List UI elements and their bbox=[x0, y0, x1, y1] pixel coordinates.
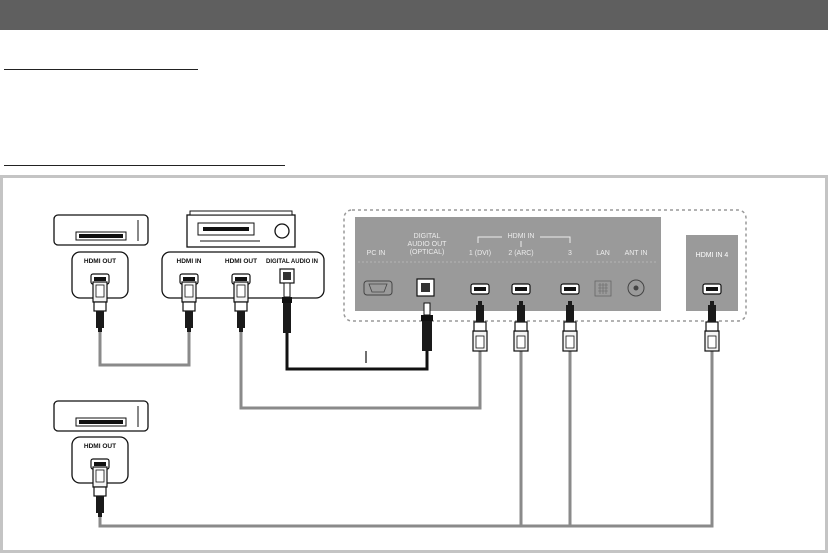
hdmi-in-1-label: 1 (DVI) bbox=[469, 250, 491, 257]
hdmi-out-1-label: HDMI OUT bbox=[84, 258, 116, 265]
connection-diagram: PC IN DIGITAL AUDIO OUT (OPTICAL) HDMI I… bbox=[0, 175, 828, 553]
ant-in-label: ANT IN bbox=[625, 250, 648, 257]
tv-side-panel bbox=[686, 235, 738, 311]
section-underline-1 bbox=[4, 69, 198, 70]
lan-label: LAN bbox=[596, 250, 610, 257]
hdmi-out-av-label: HDMI OUT bbox=[225, 258, 257, 265]
hdmi-in-4-port bbox=[702, 283, 722, 295]
hdmi-in-av-label: HDMI IN bbox=[177, 258, 202, 265]
digital-audio-out-label-1: DIGITAL bbox=[414, 233, 441, 240]
cable-source2-bus bbox=[98, 351, 714, 528]
hdmi-in-3-port bbox=[560, 283, 580, 295]
cable-receiver-to-tv-hdmi1 bbox=[239, 331, 482, 410]
pc-in-port bbox=[363, 280, 393, 296]
lan-port bbox=[594, 280, 612, 297]
tv-panel bbox=[355, 217, 661, 311]
header-bar bbox=[0, 0, 828, 30]
av-receiver: HDMI IN HDMI OUT DIGITAL AUDIO IN bbox=[161, 210, 325, 333]
source-device-2: HDMI OUT bbox=[53, 400, 149, 518]
hdmi-in-1-port bbox=[470, 283, 490, 295]
hdmi-in-group-label: HDMI IN bbox=[508, 233, 535, 240]
digital-audio-out-label-2: AUDIO OUT bbox=[408, 241, 448, 248]
tv-panel-outline bbox=[343, 209, 747, 322]
digital-audio-in-label: DIGITAL AUDIO IN bbox=[266, 259, 318, 265]
cable-source1-to-receiver bbox=[98, 331, 191, 367]
hdmi-in-2-port bbox=[511, 283, 531, 295]
ant-in-port bbox=[627, 279, 645, 297]
source-device-1: HDMI OUT bbox=[53, 214, 149, 333]
hdmi-in-3-label: 3 bbox=[568, 250, 572, 257]
hdmi-out-2-label: HDMI OUT bbox=[84, 443, 116, 450]
optical-cable bbox=[285, 331, 429, 371]
optical-out-port bbox=[416, 278, 435, 297]
hdmi-in-4-label: HDMI IN 4 bbox=[696, 252, 729, 259]
tv-optical-plug bbox=[421, 302, 433, 351]
digital-audio-out-label-3: (OPTICAL) bbox=[410, 249, 445, 256]
hdmi-in-2-label: 2 (ARC) bbox=[508, 250, 533, 257]
section-underline-2 bbox=[4, 165, 285, 166]
pc-in-label: PC IN bbox=[367, 250, 386, 257]
